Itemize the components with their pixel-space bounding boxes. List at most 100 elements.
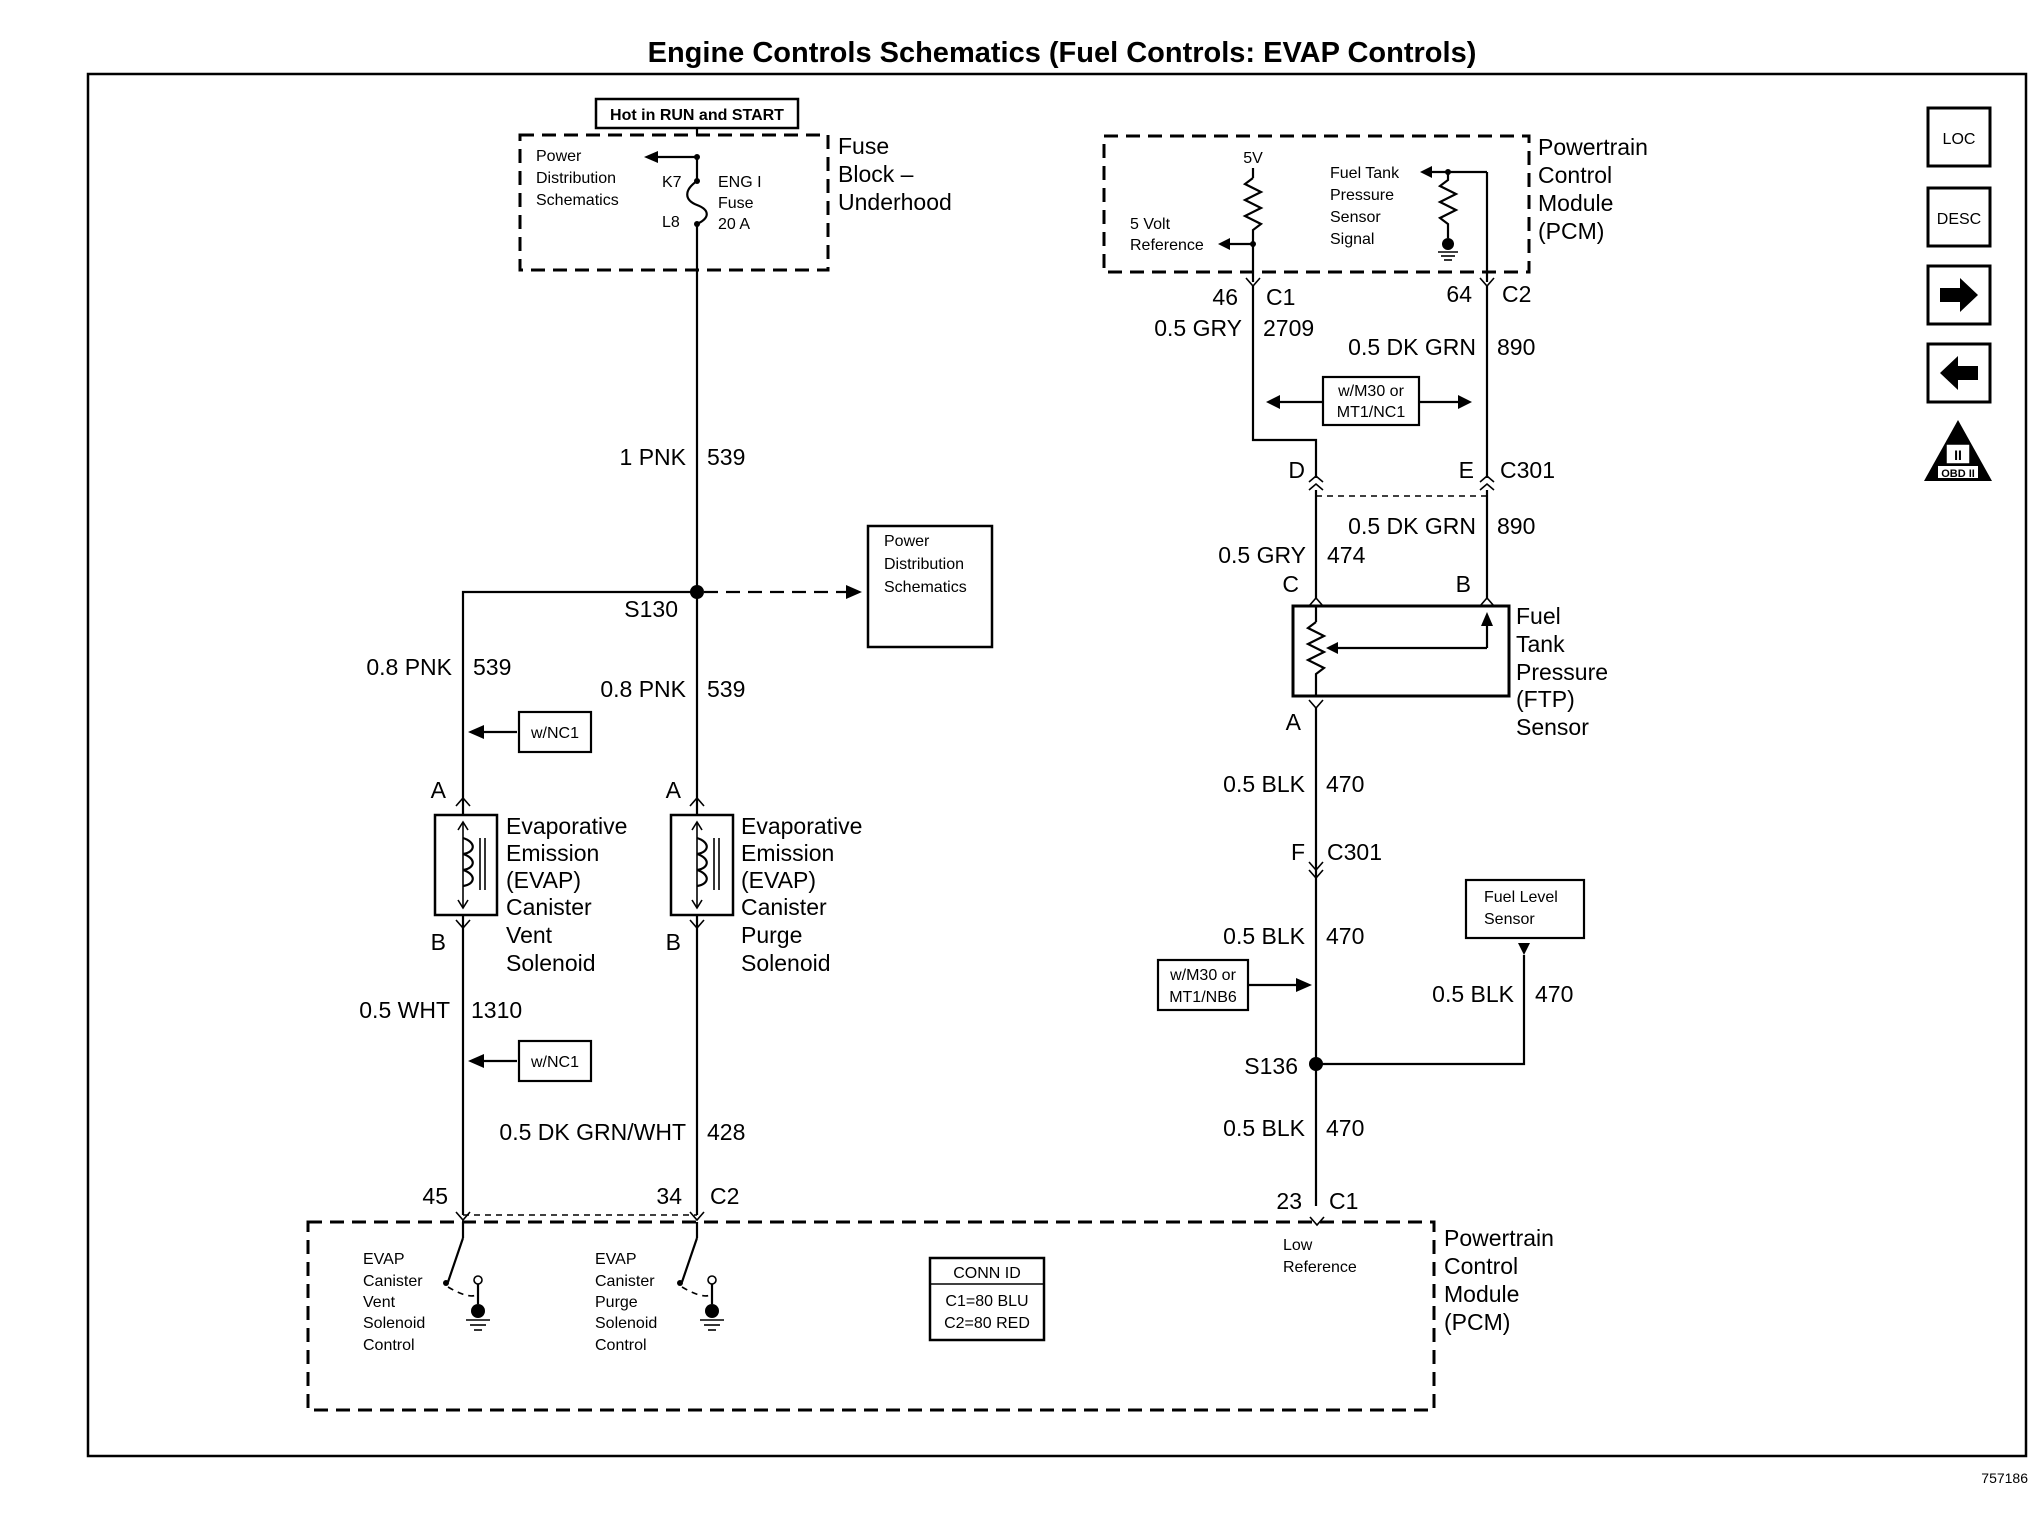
fuse-label-2: Fuse	[718, 195, 754, 212]
pcm-top-name-3: Module	[1538, 190, 1613, 216]
prev-button[interactable]	[1926, 342, 1992, 404]
blk1-wire-color: 0.5 BLK	[1223, 771, 1305, 797]
ftp-pin-a: A	[1286, 709, 1302, 735]
main-wire-color: 1 PNK	[620, 444, 687, 470]
fuse-label-3: 20 A	[718, 216, 750, 233]
vent-solenoid: Evaporative Emission (EVAP) Canister Ven…	[433, 813, 627, 976]
option-nc1-label-1: w/NC1	[530, 725, 579, 742]
gry2-wire-circuit: 474	[1327, 542, 1366, 568]
option-m30-box	[1321, 375, 1421, 427]
vent-out-color: 0.5 WHT	[359, 997, 450, 1023]
blk2-wire-circuit: 470	[1326, 923, 1364, 949]
c301-top: C301	[1500, 457, 1555, 483]
fuel-level-1: Fuel Level	[1484, 889, 1558, 906]
ref-label-1: 5 Volt	[1130, 216, 1171, 233]
gry-wire-circuit: 2709	[1263, 315, 1314, 341]
ftp-sensor: Fuel Tank Pressure (FTP) Sensor	[1291, 603, 1608, 740]
fuse-power-dist-3: Schematics	[536, 192, 619, 209]
pin-f: F	[1291, 839, 1305, 865]
pcm-pin-46: 46	[1212, 284, 1238, 310]
purge-control-1: EVAP	[595, 1251, 637, 1268]
conn-id-line-1: C1=80 BLU	[945, 1293, 1028, 1310]
blk4-wire-circuit: 470	[1326, 1115, 1364, 1141]
option-m30-1: w/M30 or	[1337, 383, 1404, 400]
power-dist-box-1: Power	[884, 533, 930, 550]
purge-control-4: Solenoid	[595, 1315, 657, 1332]
ref-label-2: Reference	[1130, 237, 1204, 254]
ftp-pin-c: C	[1282, 571, 1299, 597]
vent-pin-b: B	[431, 929, 446, 955]
purge-solenoid-name-6: Solenoid	[741, 950, 831, 976]
vent-solenoid-name-3: (EVAP)	[506, 867, 581, 893]
low-ref-1: Low	[1283, 1237, 1313, 1254]
loc-button[interactable]: LOC	[1926, 106, 1992, 168]
option-nc1-box-2	[517, 1039, 593, 1083]
pcm-bottom-name-2: Control	[1444, 1253, 1518, 1279]
purge-solenoid-name-1: Evaporative	[741, 813, 862, 839]
splice-s130-label: S130	[624, 596, 678, 622]
pcm-pin-45: 45	[422, 1183, 448, 1209]
vent-wire-color: 0.8 PNK	[366, 654, 452, 680]
splice-s136	[1309, 1057, 1323, 1071]
purge-wire-color: 0.8 PNK	[600, 676, 686, 702]
pcm-top: 5V 5 Volt Reference Fuel Tank Pressure S…	[1102, 134, 1648, 310]
ftp-pin-b: B	[1456, 571, 1471, 597]
grn2-wire-circuit: 890	[1497, 513, 1535, 539]
vent-control-4: Solenoid	[363, 1315, 425, 1332]
pcm-bottom-name-1: Powertrain	[1444, 1225, 1554, 1251]
pcm-top-outline	[1102, 134, 1531, 274]
c301-bottom: C301	[1327, 839, 1382, 865]
ftp-signal-1: Fuel Tank	[1330, 165, 1400, 182]
pcm-bottom-name-3: Module	[1444, 1281, 1519, 1307]
option-nb6-box	[1156, 958, 1250, 1012]
ftp-name-2: Tank	[1516, 631, 1565, 657]
pin-d: D	[1288, 457, 1305, 483]
conn-id-line-2: C2=80 RED	[944, 1315, 1030, 1332]
power-dist-box-2: Distribution	[884, 556, 964, 573]
pcm-5v: 5V	[1243, 150, 1263, 167]
option-nb6-1: w/M30 or	[1169, 967, 1236, 984]
pcm-top-name-1: Powertrain	[1538, 134, 1648, 160]
pcm-bottom-c2: C2	[710, 1183, 739, 1209]
vent-control-1: EVAP	[363, 1251, 405, 1268]
desc-button[interactable]: DESC	[1926, 186, 1992, 248]
splice-s136-label: S136	[1244, 1053, 1298, 1079]
vent-control-2: Canister	[363, 1273, 423, 1290]
purge-pin-a: A	[666, 777, 682, 803]
pcm-top-c2: C2	[1502, 281, 1531, 307]
fuse-symbol	[686, 180, 708, 225]
purge-solenoid-body	[669, 813, 735, 917]
left-circuits: 1 PNK 539 S130 Power Distribution Schema…	[359, 224, 994, 1215]
purge-out-color: 0.5 DK GRN/WHT	[499, 1119, 686, 1145]
pin-e: E	[1459, 457, 1474, 483]
grn-wire-circuit: 890	[1497, 334, 1535, 360]
loc-label: LOC	[1943, 131, 1976, 148]
conn-id-title: CONN ID	[953, 1265, 1021, 1282]
purge-control-2: Canister	[595, 1273, 655, 1290]
blk3-wire-color: 0.5 BLK	[1432, 981, 1514, 1007]
ftp-signal-2: Pressure	[1330, 187, 1394, 204]
fuse-block-outline	[518, 133, 830, 272]
obd-label-bottom: OBD II	[1941, 468, 1975, 480]
signal-resistor-icon	[1437, 172, 1459, 238]
purge-coil-icon	[696, 836, 708, 888]
obd-button[interactable]: II OBD II	[1924, 420, 1992, 481]
grn-wire-color: 0.5 DK GRN	[1348, 334, 1476, 360]
fuel-level-box	[1464, 878, 1586, 940]
pcm-bottom-outline	[306, 1220, 1436, 1412]
fuse-k7: K7	[662, 174, 682, 191]
pcm-bottom-c1: C1	[1329, 1188, 1358, 1214]
ref-resistor-icon	[1242, 177, 1264, 282]
pcm-pin-64: 64	[1446, 281, 1472, 307]
ftp-name-4: (FTP)	[1516, 686, 1575, 712]
purge-wire-circuit: 539	[707, 676, 745, 702]
purge-out-circuit: 428	[707, 1119, 745, 1145]
next-button[interactable]	[1926, 264, 1992, 326]
option-nc1-box-1	[517, 710, 593, 754]
vent-solenoid-name-5: Vent	[506, 922, 553, 948]
ftp-name-1: Fuel	[1516, 603, 1561, 629]
blk2-wire-color: 0.5 BLK	[1223, 923, 1305, 949]
gry-wire-color: 0.5 GRY	[1154, 315, 1242, 341]
purge-control-5: Control	[595, 1337, 647, 1354]
